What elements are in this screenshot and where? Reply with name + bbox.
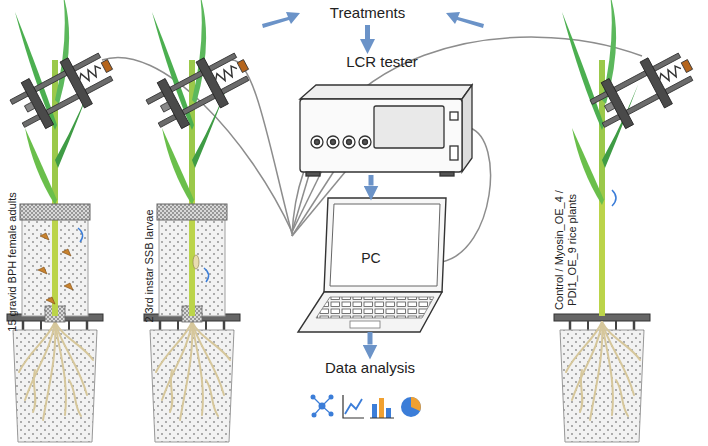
node-text: LCR tester (292, 53, 472, 70)
diagram-node: Data analysis (310, 357, 430, 381)
node-text: Treatments (305, 4, 430, 21)
analysis-icons (311, 395, 422, 419)
diagram-node: Treatments (305, 3, 430, 25)
node-text: Data analysis (310, 359, 430, 376)
rotated-label: Control / Myosin_OE_4 / PDI1_OE_9 rice p… (553, 175, 579, 325)
diagram-node: LCR tester (292, 52, 472, 175)
diagram-node: PC (296, 196, 446, 332)
flow-arrow (365, 25, 370, 39)
lcr-device (300, 85, 472, 176)
flow-arrow (369, 175, 374, 186)
node-text: PC (296, 250, 446, 266)
flow-arrow (368, 332, 373, 345)
bph-setup (5, 0, 122, 442)
rotated-label: 15 gravid BPH female adults (6, 177, 19, 347)
rotated-label: 2 3rd instar SSB larvae (143, 191, 156, 341)
ssb-setup (141, 0, 258, 442)
